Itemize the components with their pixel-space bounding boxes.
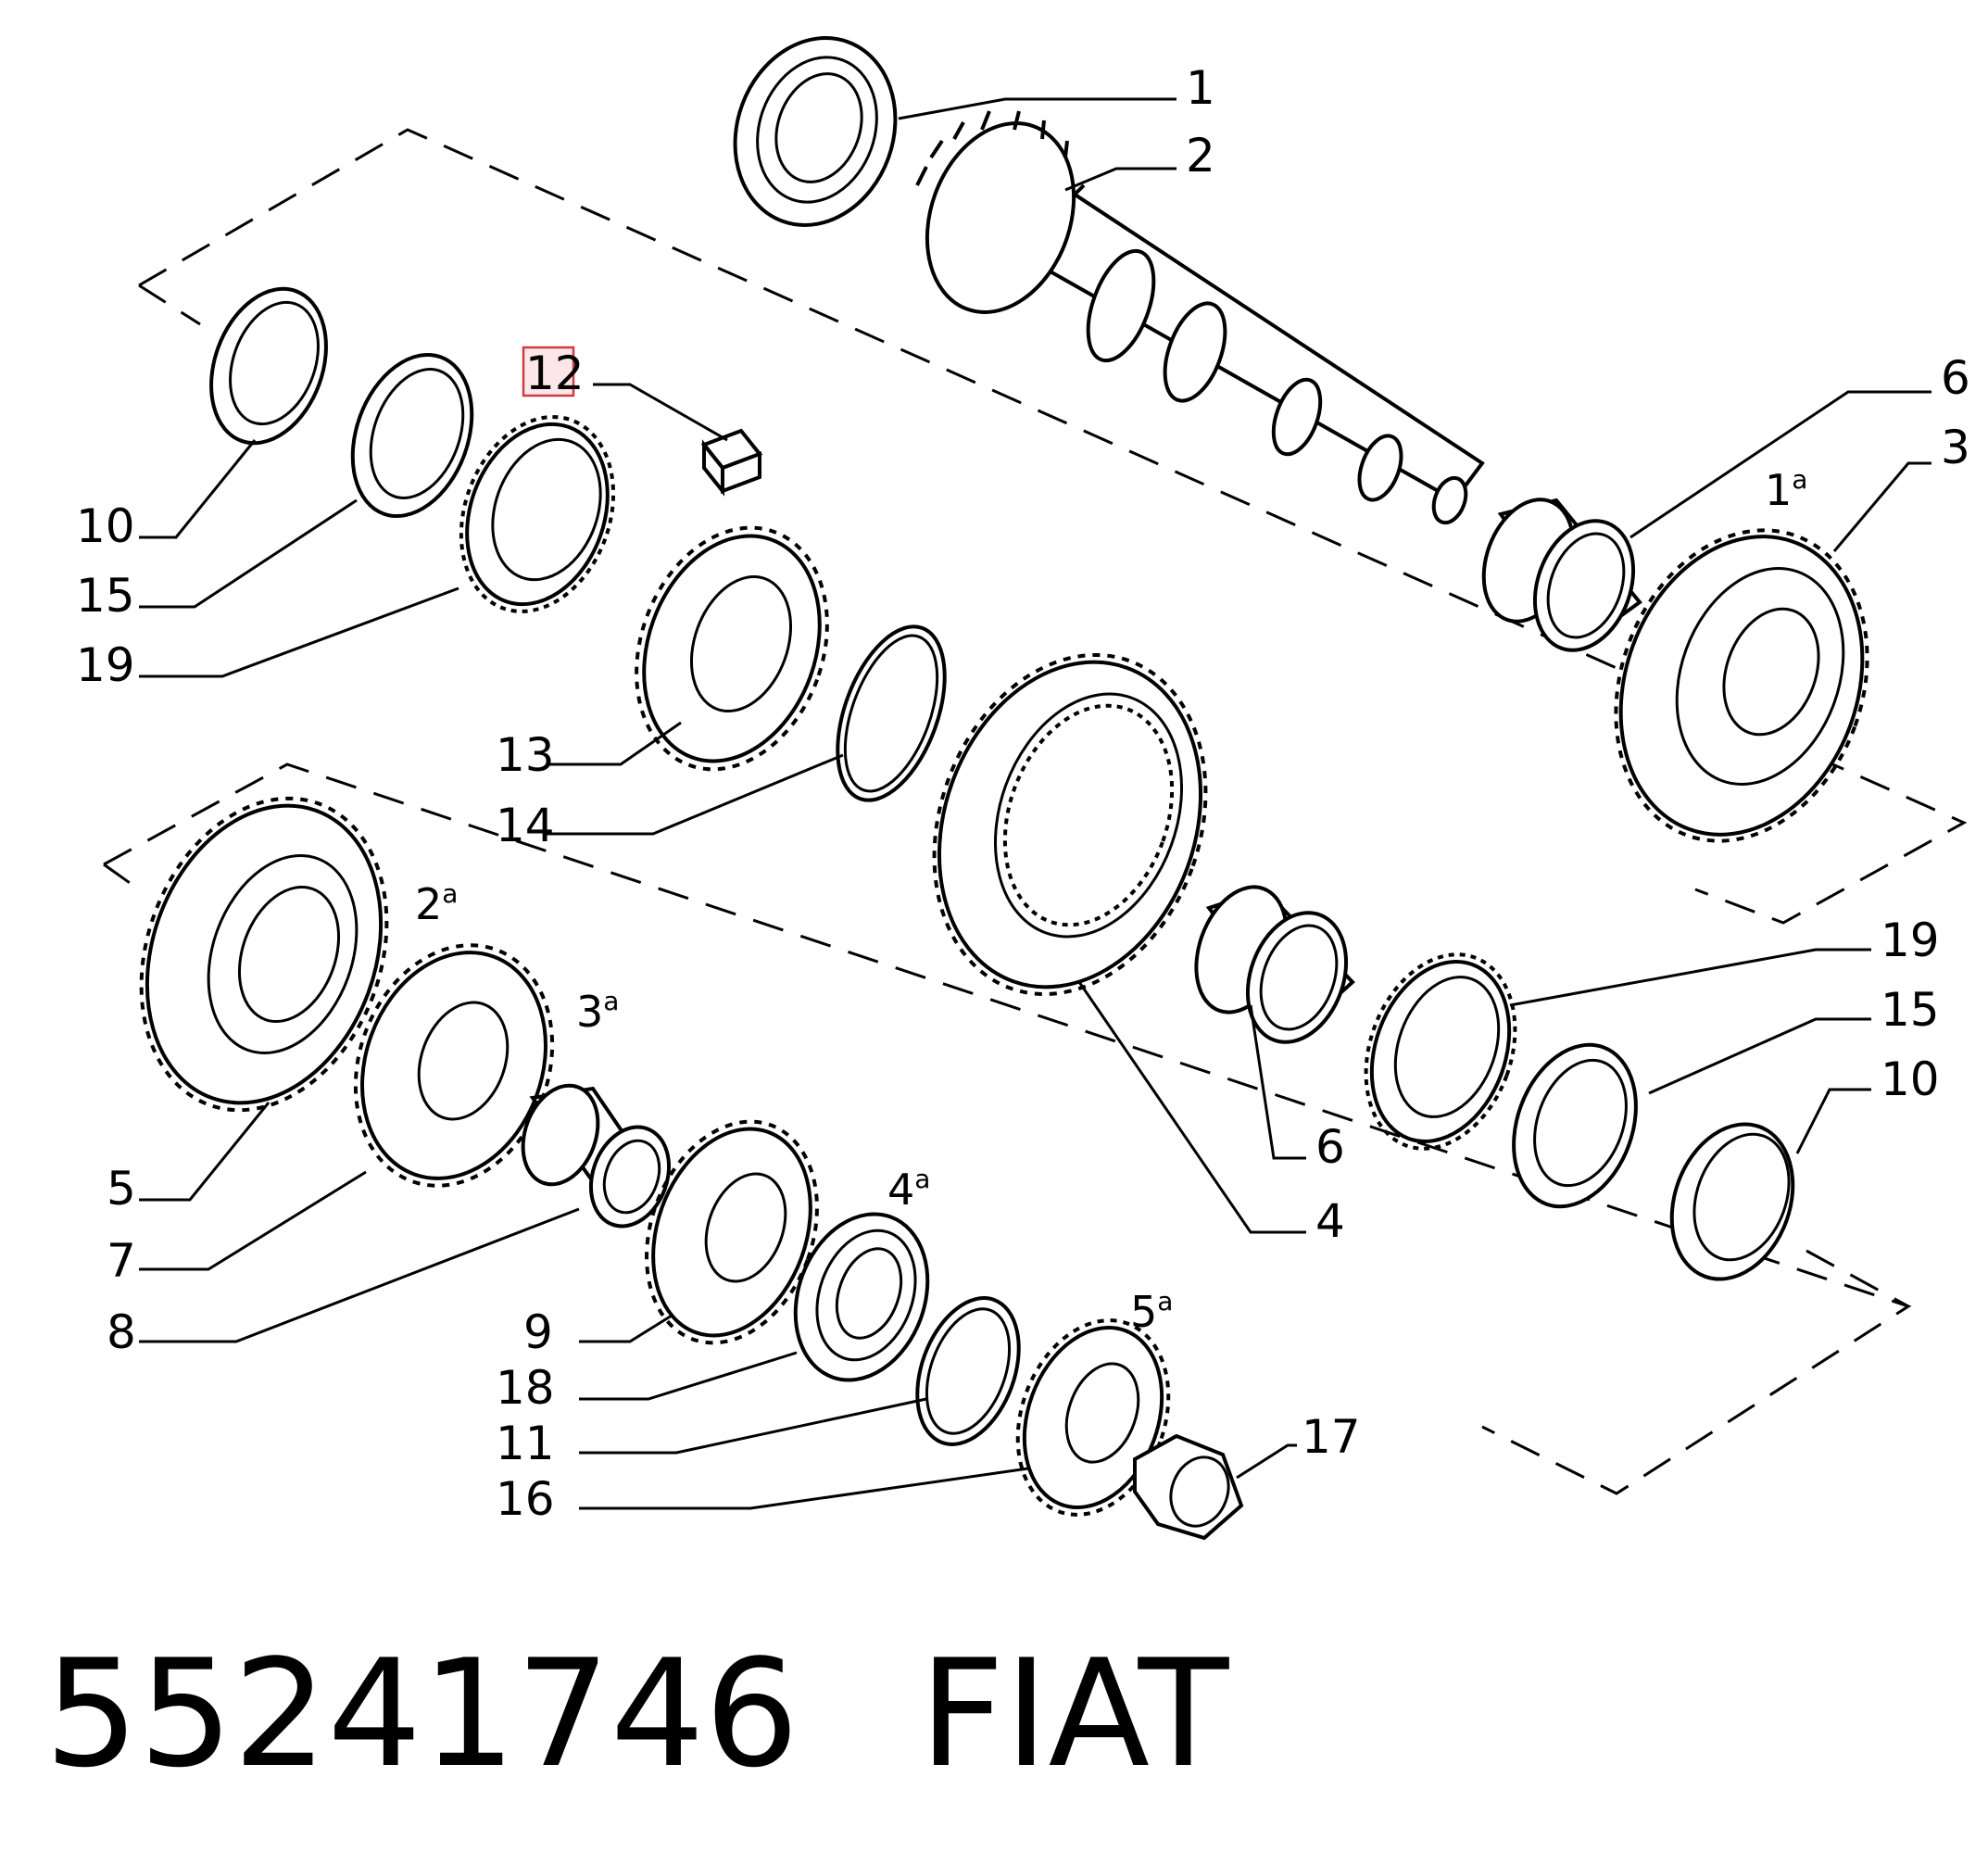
part-19-synchro-ring-right	[1364, 952, 1517, 1151]
callout-3: 3	[1941, 421, 1970, 474]
part-10-cone-left	[209, 286, 328, 446]
callout-10-right: 10	[1881, 1052, 1940, 1106]
callout-2: 2	[1186, 129, 1215, 183]
callout-1: 1	[1186, 61, 1215, 115]
part-caption: 55241746 FIAT	[44, 1621, 1228, 1807]
callout-19-right: 19	[1881, 914, 1940, 967]
callout-19-left: 19	[76, 638, 135, 692]
part-11-washer	[915, 1296, 1021, 1446]
part-4-sleeve-gear	[932, 652, 1208, 997]
part-13-synchro-hub	[635, 525, 829, 772]
callout-4: 4	[1315, 1194, 1345, 1248]
gear-label-3rd: 3a	[576, 986, 619, 1037]
callout-6-lower: 6	[1315, 1120, 1345, 1174]
part-15-ring-left	[350, 352, 474, 519]
callout-17: 17	[1302, 1410, 1361, 1464]
gear-label-2nd: 2a	[415, 878, 458, 929]
callout-16: 16	[496, 1472, 555, 1526]
upper-group-outline-left	[138, 284, 201, 326]
callout-9: 9	[523, 1305, 553, 1359]
lower-group-outline-right	[1806, 1249, 1909, 1308]
callout-numbers: 1 2 3 4 5 6 6 7 8 9 10 10 11 12 13 14 15…	[76, 61, 1970, 1526]
callout-13: 13	[496, 728, 555, 782]
callout-18: 18	[496, 1361, 555, 1415]
brand-name: FIAT	[919, 1627, 1229, 1800]
callout-12-highlight	[522, 346, 575, 397]
gear-label-4th: 4a	[887, 1164, 930, 1215]
gear-label-5th: 5a	[1130, 1286, 1173, 1337]
part-12-shift-key	[700, 428, 763, 497]
callout-11: 11	[496, 1417, 555, 1470]
callout-10-left: 10	[76, 499, 135, 553]
part-17-nut	[1133, 1433, 1244, 1541]
lower-group-outline-left	[103, 863, 140, 891]
part-19-synchro-ring-left	[459, 415, 616, 613]
part-number: 55241746	[44, 1627, 799, 1800]
part-8-spacer-bush	[521, 1083, 672, 1229]
part-1-bearing	[733, 36, 898, 227]
part-15-ring-right	[1512, 1042, 1638, 1209]
callout-5: 5	[107, 1162, 136, 1216]
callout-8: 8	[107, 1305, 136, 1359]
part-2-shaft	[915, 110, 1485, 525]
part-14-snap-ring	[836, 624, 947, 802]
part-18-bearing	[793, 1212, 930, 1382]
upper-group-outline	[138, 128, 1968, 925]
callout-14: 14	[496, 799, 555, 852]
part-6-needle-bearing-lower	[1194, 885, 1355, 1044]
part-10-cone-right	[1669, 1122, 1795, 1281]
part-3-gear-1st	[1614, 528, 1869, 843]
callout-15-left: 15	[76, 569, 135, 623]
callout-15-right: 15	[1881, 983, 1940, 1037]
gear-label-1st: 1a	[1765, 464, 1807, 515]
callout-7: 7	[107, 1234, 136, 1288]
callout-6-upper: 6	[1941, 351, 1970, 405]
part-5-gear-2nd	[139, 796, 389, 1113]
part-9-gear-4th	[645, 1119, 819, 1345]
gear-ordinal-labels: 1a 2a 3a 4a 5a	[415, 464, 1807, 1337]
part-6-needle-bearing-upper	[1481, 498, 1642, 652]
callout-12: 12	[525, 347, 585, 400]
part-16-gear-5th	[1015, 1318, 1171, 1517]
leader-lines	[139, 97, 1931, 1510]
